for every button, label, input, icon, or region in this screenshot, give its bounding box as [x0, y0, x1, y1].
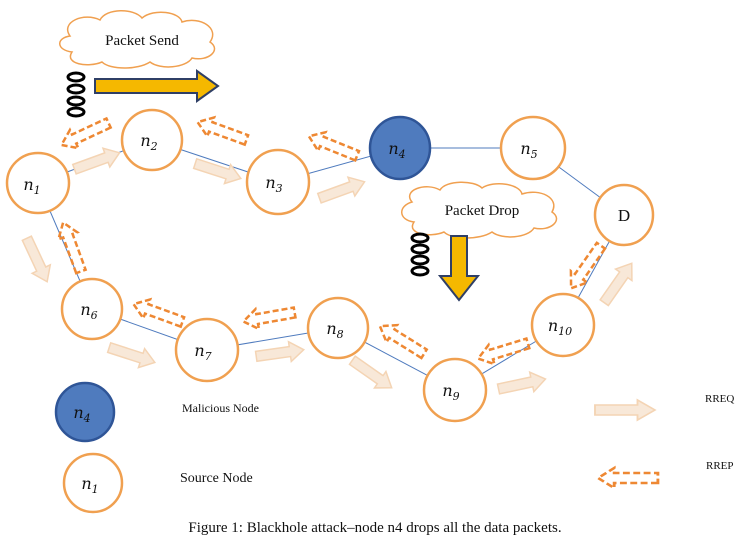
- legend-malicious-node: n4: [54, 381, 116, 443]
- rreq-arrow: [17, 233, 57, 287]
- rreq-arrows: [17, 142, 641, 400]
- node-n5: n5: [499, 115, 567, 181]
- packet-drop-cloud: Packet Drop: [401, 181, 558, 239]
- node-n9: n9: [422, 357, 488, 423]
- node-n10: n10: [530, 292, 596, 358]
- figure-caption: Figure 1: Blackhole attack–node n4 drops…: [188, 520, 561, 536]
- packet-drop-label: Packet Drop: [445, 203, 520, 219]
- rrep-arrow: [473, 332, 533, 370]
- node-n2: n2: [120, 108, 184, 172]
- legend-malicious-label: Malicious Node: [182, 401, 259, 415]
- node-n8: n8: [306, 296, 370, 360]
- packet-stack-drop-icon: [410, 232, 430, 277]
- node-n7: n7: [174, 317, 240, 383]
- rreq-arrow: [105, 337, 159, 373]
- legend-rreq-label: RREQ: [705, 393, 734, 405]
- svg-text:n1: n1: [23, 175, 40, 197]
- rreq-arrow: [495, 368, 549, 400]
- packet-send-label: Packet Send: [105, 33, 179, 49]
- svg-text:n4: n4: [73, 403, 90, 425]
- rreq-arrow: [595, 256, 641, 310]
- rreq-arrow: [315, 171, 369, 209]
- rrep-arrow: [192, 111, 252, 151]
- packet-send-cloud: Packet Send: [59, 10, 216, 69]
- svg-text:n6: n6: [80, 300, 97, 322]
- rreq-arrow: [70, 142, 124, 180]
- node-n4-malicious: n4: [368, 115, 432, 181]
- svg-text:n7: n7: [194, 341, 211, 363]
- svg-text:n9: n9: [442, 381, 459, 403]
- svg-text:n1: n1: [81, 474, 98, 496]
- node-n1: n1: [5, 151, 71, 215]
- svg-text:n5: n5: [520, 139, 537, 161]
- packet-stack-send-icon: [66, 71, 86, 118]
- node-n6: n6: [60, 277, 124, 341]
- legend-source-node: n1: [62, 452, 124, 514]
- node-destination: D: [593, 183, 655, 247]
- svg-text:n3: n3: [265, 173, 282, 195]
- legend: n4 Malicious Node n1 Source Node RREQ RR…: [54, 381, 734, 514]
- rrep-arrow: [240, 301, 298, 333]
- rrep-arrow: [303, 125, 363, 167]
- svg-text:n2: n2: [140, 131, 157, 153]
- svg-text:D: D: [618, 206, 630, 225]
- packet-drop-arrow: [437, 235, 481, 302]
- packet-send-arrow: [94, 69, 220, 103]
- legend-rrep-arrow: [596, 466, 660, 490]
- rreq-arrow: [191, 153, 245, 189]
- legend-rrep-label: RREP: [706, 460, 734, 472]
- legend-rreq-arrow: [594, 399, 656, 421]
- rrep-arrow: [373, 316, 431, 364]
- svg-text:n4: n4: [388, 139, 405, 161]
- rrep-arrow: [52, 217, 92, 277]
- node-n3: n3: [245, 148, 311, 216]
- rreq-arrow: [254, 339, 306, 367]
- rreq-arrow: [345, 351, 399, 397]
- svg-text:n8: n8: [326, 319, 343, 341]
- legend-source-label: Source Node: [180, 471, 253, 486]
- rrep-arrow: [561, 238, 611, 296]
- svg-text:n10: n10: [548, 316, 572, 338]
